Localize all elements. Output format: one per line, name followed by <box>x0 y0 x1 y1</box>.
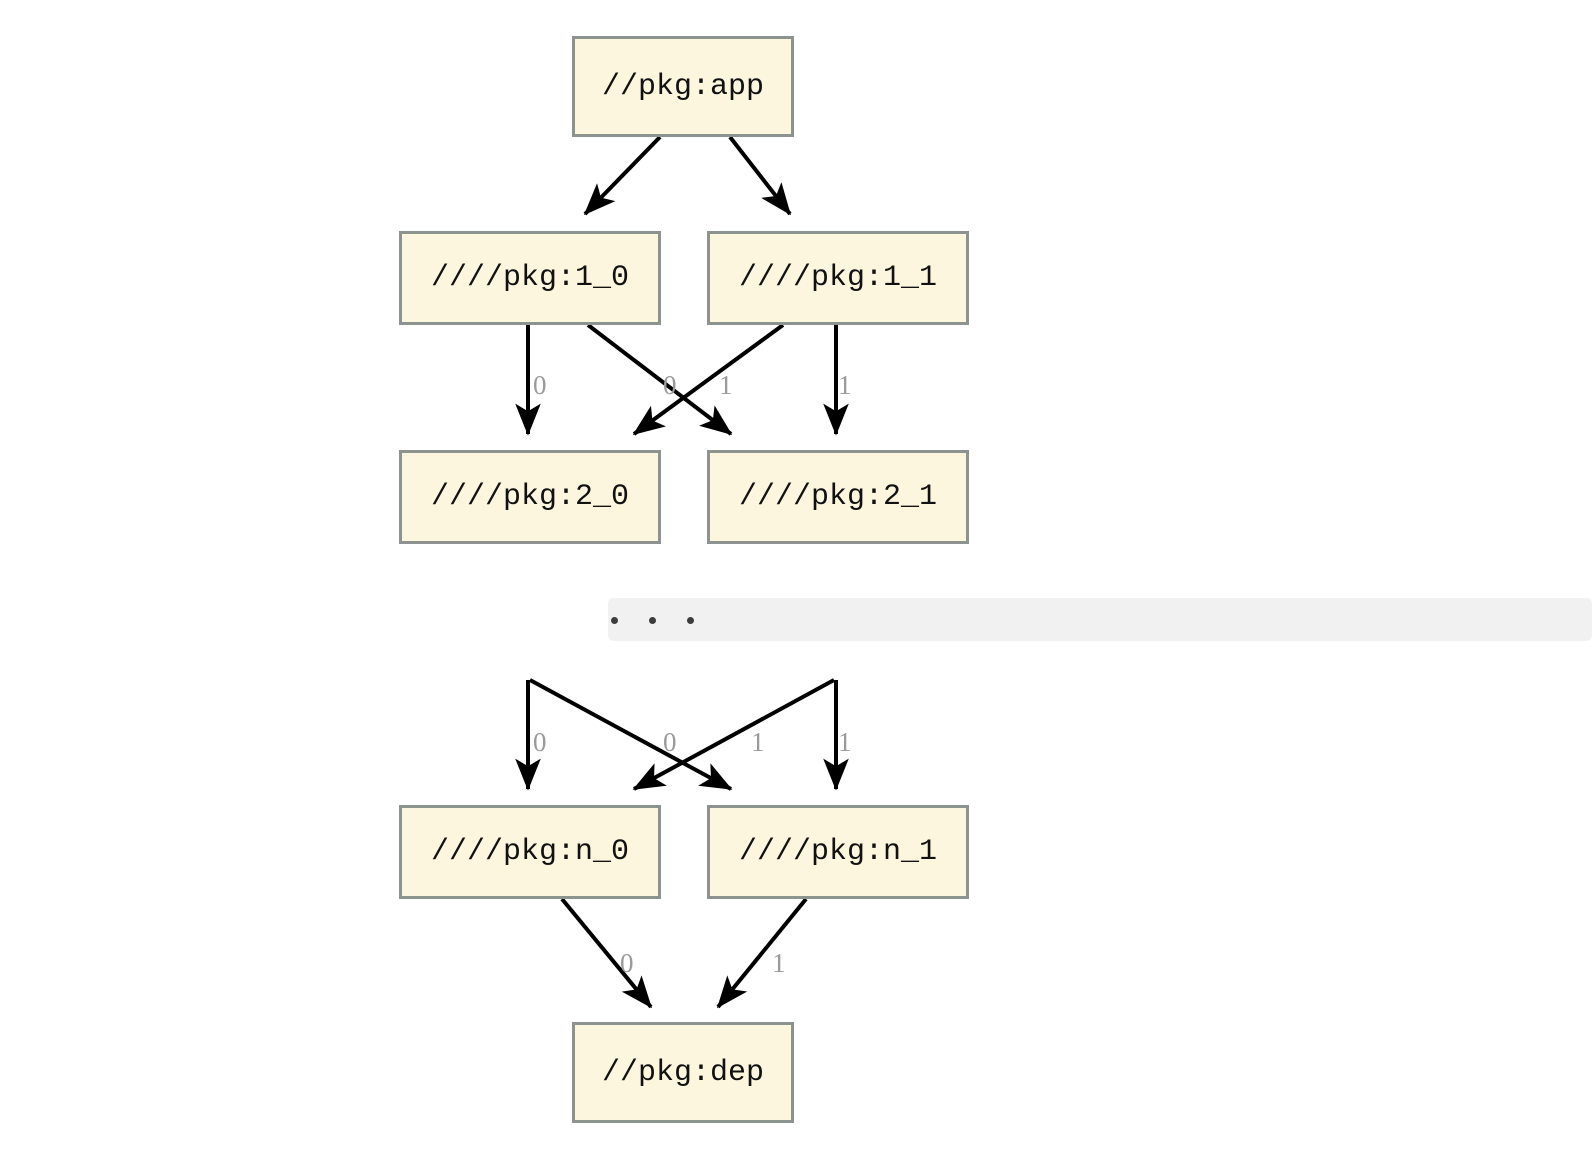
node-label: ////pkg:1_0 <box>430 261 630 295</box>
node-label: ////pkg:1_1 <box>738 261 938 295</box>
node-pkg-dep[interactable]: //pkg:dep <box>572 1022 794 1123</box>
edge-above-to-n_0-diagonal <box>632 678 835 791</box>
edge-1_0-to-2_1 <box>586 323 733 436</box>
ellipsis-dot-2 <box>649 617 656 624</box>
edge-label-above-n_0-diagonal: 0 <box>663 727 677 757</box>
edge-label-1_1-2_1: 1 <box>838 370 852 400</box>
edge-n_0-to-dep <box>560 897 653 1009</box>
edge-app-to-1_1 <box>728 135 792 216</box>
edge-label-above-n_1-diagonal: 1 <box>751 727 765 757</box>
node-label: //pkg:app <box>601 69 765 104</box>
node-pkg-n_0[interactable]: ////pkg:n_0 <box>399 805 661 899</box>
node-label: ////pkg:n_1 <box>738 835 938 869</box>
edge-label-above-n_0-vertical: 0 <box>533 727 547 757</box>
edge-app-to-1_0 <box>583 135 662 216</box>
ellipsis-dot-1 <box>611 617 618 624</box>
edge-1_1-to-2_0 <box>632 323 785 436</box>
edge-label-1_0-2_1: 1 <box>719 370 733 400</box>
edge-label-1_0-2_0: 0 <box>533 370 547 400</box>
node-pkg-1_0[interactable]: ////pkg:1_0 <box>399 231 661 325</box>
edge-n_1-to-dep <box>716 897 808 1009</box>
node-label: ////pkg:2_1 <box>738 480 938 514</box>
node-pkg-n_1[interactable]: ////pkg:n_1 <box>707 805 969 899</box>
node-label: //pkg:dep <box>601 1055 765 1090</box>
edge-label-n_1-dep: 1 <box>772 948 786 978</box>
node-pkg-app[interactable]: //pkg:app <box>572 36 794 137</box>
ellipsis-separator-band <box>608 598 1592 641</box>
node-pkg-1_1[interactable]: ////pkg:1_1 <box>707 231 969 325</box>
edge-above-to-n_1-diagonal <box>529 678 733 791</box>
edge-label-above-n_1-vertical: 1 <box>838 727 852 757</box>
edge-label-1_1-2_0: 0 <box>663 370 677 400</box>
ellipsis-dot-3 <box>687 617 694 624</box>
node-label: ////pkg:2_0 <box>430 480 630 514</box>
node-pkg-2_0[interactable]: ////pkg:2_0 <box>399 450 661 544</box>
node-pkg-2_1[interactable]: ////pkg:2_1 <box>707 450 969 544</box>
edge-label-n_0-dep: 0 <box>620 948 634 978</box>
ellipsis-dots <box>611 617 694 624</box>
node-label: ////pkg:n_0 <box>430 835 630 869</box>
